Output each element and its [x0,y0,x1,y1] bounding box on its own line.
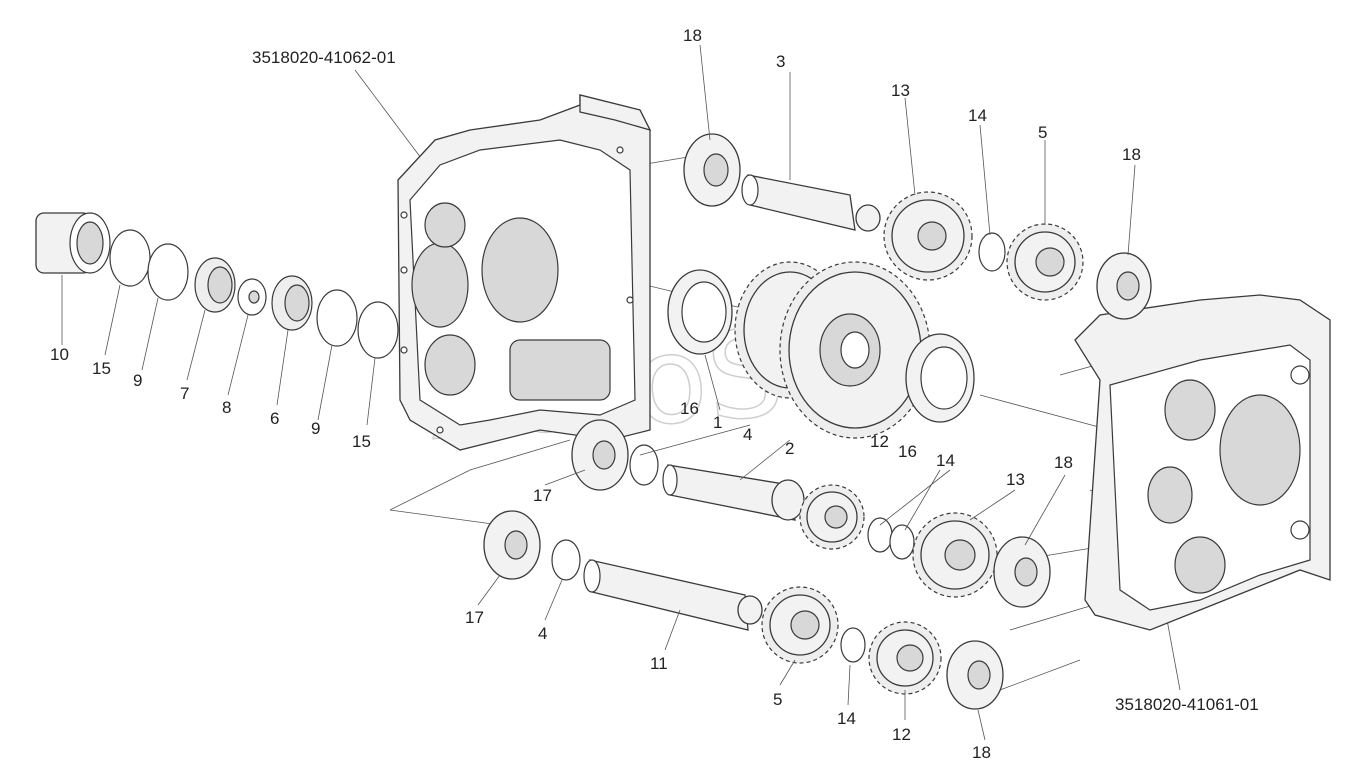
washer-4-mid [629,444,659,486]
callout-16: 16 [680,399,699,418]
callout-9: 9 [311,419,320,438]
bearing-middle-left [667,269,733,355]
bearing-18-bottom [946,640,1004,710]
callout-1: 1 [713,413,722,432]
snap-ring-14-bottom [840,627,866,663]
callout-17: 17 [533,486,552,505]
callout-13: 13 [1006,470,1025,489]
needle-bearing-10 [35,212,111,274]
bearing-17-bottom [483,510,541,580]
callout-4: 4 [538,624,547,643]
callout-5: 5 [773,690,782,709]
callout-18: 18 [683,26,702,45]
gear-13-top [883,191,973,281]
gear-12-bottom [868,621,942,695]
callout-18: 18 [1122,145,1141,164]
snap-ring-14-mid-a [867,517,893,553]
washer-9-left [147,243,189,301]
callout-6: 6 [270,409,279,428]
spacer-8 [237,278,267,316]
bearing-17-mid [571,419,629,491]
gear-12-large [779,261,931,439]
callout-2: 2 [785,439,794,458]
right-housing-label: 3518020-41061-01 [1115,695,1259,714]
callout-8: 8 [222,398,231,417]
gear-2-small [799,484,865,550]
callout-3: 3 [776,52,785,71]
callout-13: 13 [891,81,910,100]
callout-11: 11 [650,654,668,673]
callout-17: 17 [465,608,484,627]
bearing-18-top-right [1096,252,1152,320]
shaft-11 [583,559,763,631]
callout-leaders [61,44,1136,741]
snap-ring-15-right [357,301,399,359]
callout-15: 15 [352,432,371,451]
callout-5: 5 [1038,123,1047,142]
callout-14: 14 [936,451,955,470]
bearing-18-mid [993,536,1051,608]
shaft-1 [662,464,805,521]
shaft-3 [741,174,881,232]
snap-ring-15-left [109,229,151,287]
bearing-7 [194,257,236,313]
callout-14: 14 [968,106,987,125]
snap-ring-14-top [978,232,1006,272]
callout-16: 16 [898,442,917,461]
callout-9: 9 [133,371,142,390]
callout-14: 14 [837,709,856,728]
left-housing [397,94,652,451]
callout-15: 15 [92,359,111,378]
gear-13-mid [912,512,998,598]
gear-5-bottom [761,586,839,664]
washer-9-right [316,289,358,347]
gear-5-top [1006,223,1084,301]
callout-18: 18 [972,743,991,762]
callout-7: 7 [180,384,189,403]
washer-4-bottom [551,539,581,581]
bearing-middle-right [905,333,975,423]
right-housing [1074,294,1331,631]
callout-10: 10 [50,345,69,364]
callout-4: 4 [743,425,752,444]
callout-12: 12 [892,725,911,744]
callout-18: 18 [1054,453,1073,472]
bearing-6 [271,275,313,331]
left-housing-label: 3518020-41062-01 [252,48,396,67]
callout-12: 12 [870,432,889,451]
bearing-18-top-left [683,133,741,207]
snap-ring-14-mid-b [889,524,915,560]
